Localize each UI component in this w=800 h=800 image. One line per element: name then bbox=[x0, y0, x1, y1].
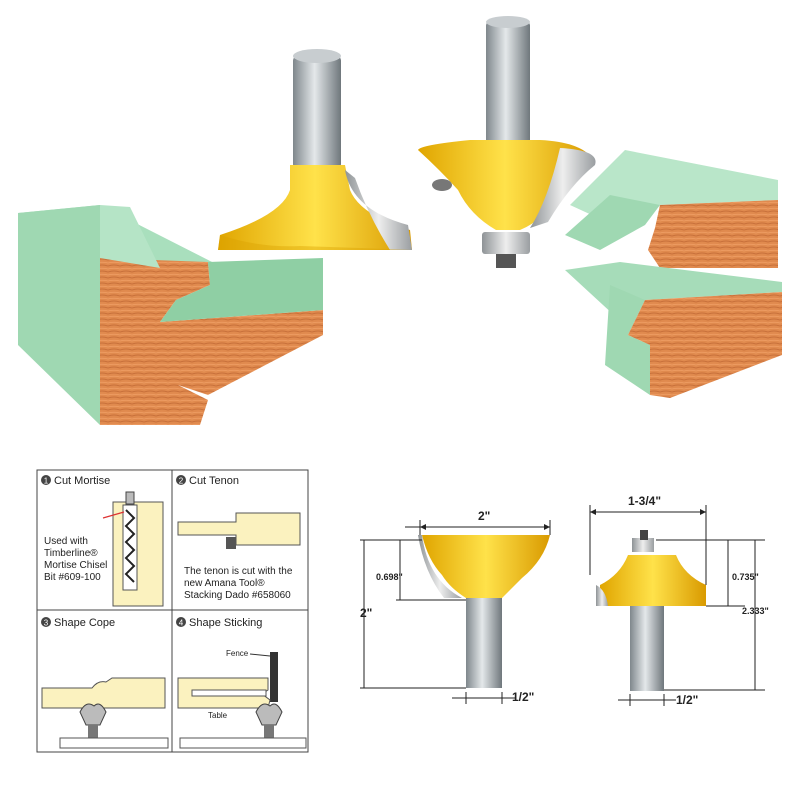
step-panels: 1 Cut Mortise Used with Timberline® Mort… bbox=[36, 469, 309, 753]
stick-router-bit bbox=[418, 16, 596, 268]
step-1-note-line-2: Timberline® bbox=[44, 548, 98, 559]
step-cut-tenon: 2 Cut Tenon The tenon is cut with the ne… bbox=[176, 475, 301, 601]
table-label: Table bbox=[208, 711, 228, 720]
step-2-note-line-2: new Amana Tool® bbox=[184, 578, 265, 589]
step-3-number: 3 bbox=[44, 619, 49, 628]
cope-wood-block bbox=[18, 205, 323, 425]
stick-shank-label: 1/2" bbox=[676, 693, 698, 707]
step-1-number: 1 bbox=[44, 477, 49, 486]
step-2-note-line-3: Stacking Dado #658060 bbox=[184, 590, 291, 601]
step-1-note-line-1: Used with bbox=[44, 536, 88, 547]
cope-shank-label: 1/2" bbox=[512, 690, 534, 704]
step-4-title: Shape Sticking bbox=[189, 617, 262, 629]
cope-width-label: 2" bbox=[478, 509, 490, 523]
step-shape-cope: 3 Shape Cope bbox=[41, 617, 169, 749]
step-shape-sticking: 4 Shape Sticking Fence Table bbox=[176, 617, 307, 749]
step-2-number: 2 bbox=[179, 477, 184, 486]
sticking-wood-pieces bbox=[565, 150, 782, 398]
stick-bit-dimension-drawing: 1-3/4" 0.735" 2.333" 1/2" bbox=[589, 494, 769, 707]
stick-overall-height-label: 2.333" bbox=[742, 606, 769, 616]
cope-cut-height-label: 0.698" bbox=[376, 572, 403, 582]
step-cut-mortise: 1 Cut Mortise Used with Timberline® Mort… bbox=[41, 475, 164, 607]
step-4-number: 4 bbox=[179, 619, 184, 628]
cope-bit-dimension-drawing: 2" 0.698" 2" 1/2" bbox=[360, 509, 551, 704]
step-1-title: Cut Mortise bbox=[54, 475, 110, 487]
cope-overall-height-label: 2" bbox=[360, 606, 372, 620]
cope-router-bit bbox=[218, 49, 412, 250]
fence-label: Fence bbox=[226, 649, 249, 658]
step-2-title: Cut Tenon bbox=[189, 475, 239, 487]
step-3-title: Shape Cope bbox=[54, 617, 115, 629]
stick-cut-height-label: 0.735" bbox=[732, 572, 759, 582]
step-1-note-line-4: Bit #609-100 bbox=[44, 572, 101, 583]
step-1-note-line-3: Mortise Chisel bbox=[44, 560, 107, 571]
stick-width-label: 1-3/4" bbox=[628, 494, 661, 508]
step-2-note-line-1: The tenon is cut with the bbox=[184, 566, 293, 577]
